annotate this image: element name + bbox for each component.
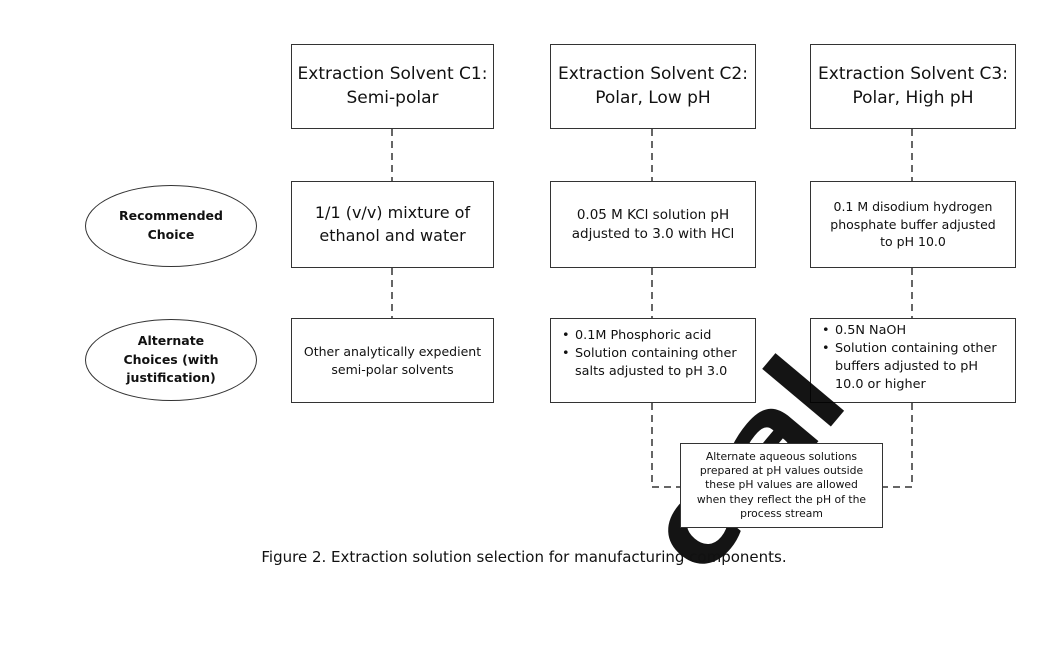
alternate-choices-label: Alternate Choices (with justification) xyxy=(85,319,257,401)
note-line4: when they reflect the pH of the xyxy=(696,492,867,506)
c1-title-line2: Semi-polar xyxy=(346,87,439,108)
alternate-label-line2: Choices (with xyxy=(123,351,219,367)
note-line3: these pH values are allowed xyxy=(705,478,858,492)
c1-title-box: Extraction Solvent C1: Semi-polar xyxy=(291,44,494,129)
recommended-choice-label: Recommended Choice xyxy=(85,185,257,267)
c3-recommended-box: 0.1 M disodium hydrogen phosphate buffer… xyxy=(810,181,1016,268)
c2-recommended-box: 0.05 M KCl solution pH adjusted to 3.0 w… xyxy=(550,181,756,268)
c2-title-box: Extraction Solvent C2: Polar, Low pH xyxy=(550,44,756,129)
ph-note-box: Alternate aqueous solutions prepared at … xyxy=(680,443,883,528)
c2-alternate-box: 0.1M Phosphoric acid Solution containing… xyxy=(550,318,756,403)
c3-title-line1: Extraction Solvent C3: xyxy=(818,63,1008,84)
c2-alternate-item: Solution containing other salts adjusted… xyxy=(561,345,745,381)
note-line1: Alternate aqueous solutions xyxy=(705,449,858,463)
c1-recommended-box: 1/1 (v/v) mixture of ethanol and water xyxy=(291,181,494,268)
c1-recommended-line2: ethanol and water xyxy=(319,225,466,245)
c1-title-line1: Extraction Solvent C1: xyxy=(297,63,488,84)
recommended-label-line2: Choice xyxy=(147,227,195,242)
note-line5: process stream xyxy=(740,506,823,520)
recommended-label-line1: Recommended xyxy=(119,208,223,224)
connector-c3-note xyxy=(883,403,913,488)
connector-c2-note xyxy=(651,403,680,488)
c3-alternate-box: 0.5N NaOH Solution containing other buff… xyxy=(810,318,1016,403)
c2-title-line2: Polar, Low pH xyxy=(595,87,711,108)
c2-alternate-item: 0.1M Phosphoric acid xyxy=(561,327,745,345)
alternate-label-line1: Alternate xyxy=(137,332,205,348)
c1-alternate-line1: Other analytically expedient xyxy=(303,344,482,359)
c1-alternate-box: Other analytically expedient semi-polar … xyxy=(291,318,494,403)
c2-alternate-list: 0.1M Phosphoric acid Solution containing… xyxy=(561,327,745,381)
figure-caption: Figure 2. Extraction solution selection … xyxy=(261,548,787,566)
c1-alternate-line2: semi-polar solvents xyxy=(331,361,454,377)
c3-title-box: Extraction Solvent C3: Polar, High pH xyxy=(810,44,1016,129)
c1-recommended-line1: 1/1 (v/v) mixture of xyxy=(314,203,471,223)
c3-alternate-item: 0.5N NaOH xyxy=(821,322,1005,340)
c3-alternate-list: 0.5N NaOH Solution containing other buff… xyxy=(821,322,1005,394)
c3-recommended-line3: to pH 10.0 xyxy=(880,234,946,250)
c2-recommended-line2: adjusted to 3.0 with HCl xyxy=(571,225,735,242)
c2-title-line1: Extraction Solvent C2: xyxy=(558,63,748,84)
c3-recommended-line2: phosphate buffer adjusted xyxy=(830,216,996,232)
c3-recommended-line1: 0.1 M disodium hydrogen xyxy=(833,199,993,215)
note-line2: prepared at pH values outside xyxy=(699,464,864,478)
c3-title-line2: Polar, High pH xyxy=(852,87,974,108)
c2-recommended-line1: 0.05 M KCl solution pH xyxy=(576,207,730,224)
connector-lines xyxy=(391,129,913,488)
c3-alternate-item: Solution containing other buffers adjust… xyxy=(821,340,1005,394)
alternate-label-line3: justification) xyxy=(126,370,216,386)
